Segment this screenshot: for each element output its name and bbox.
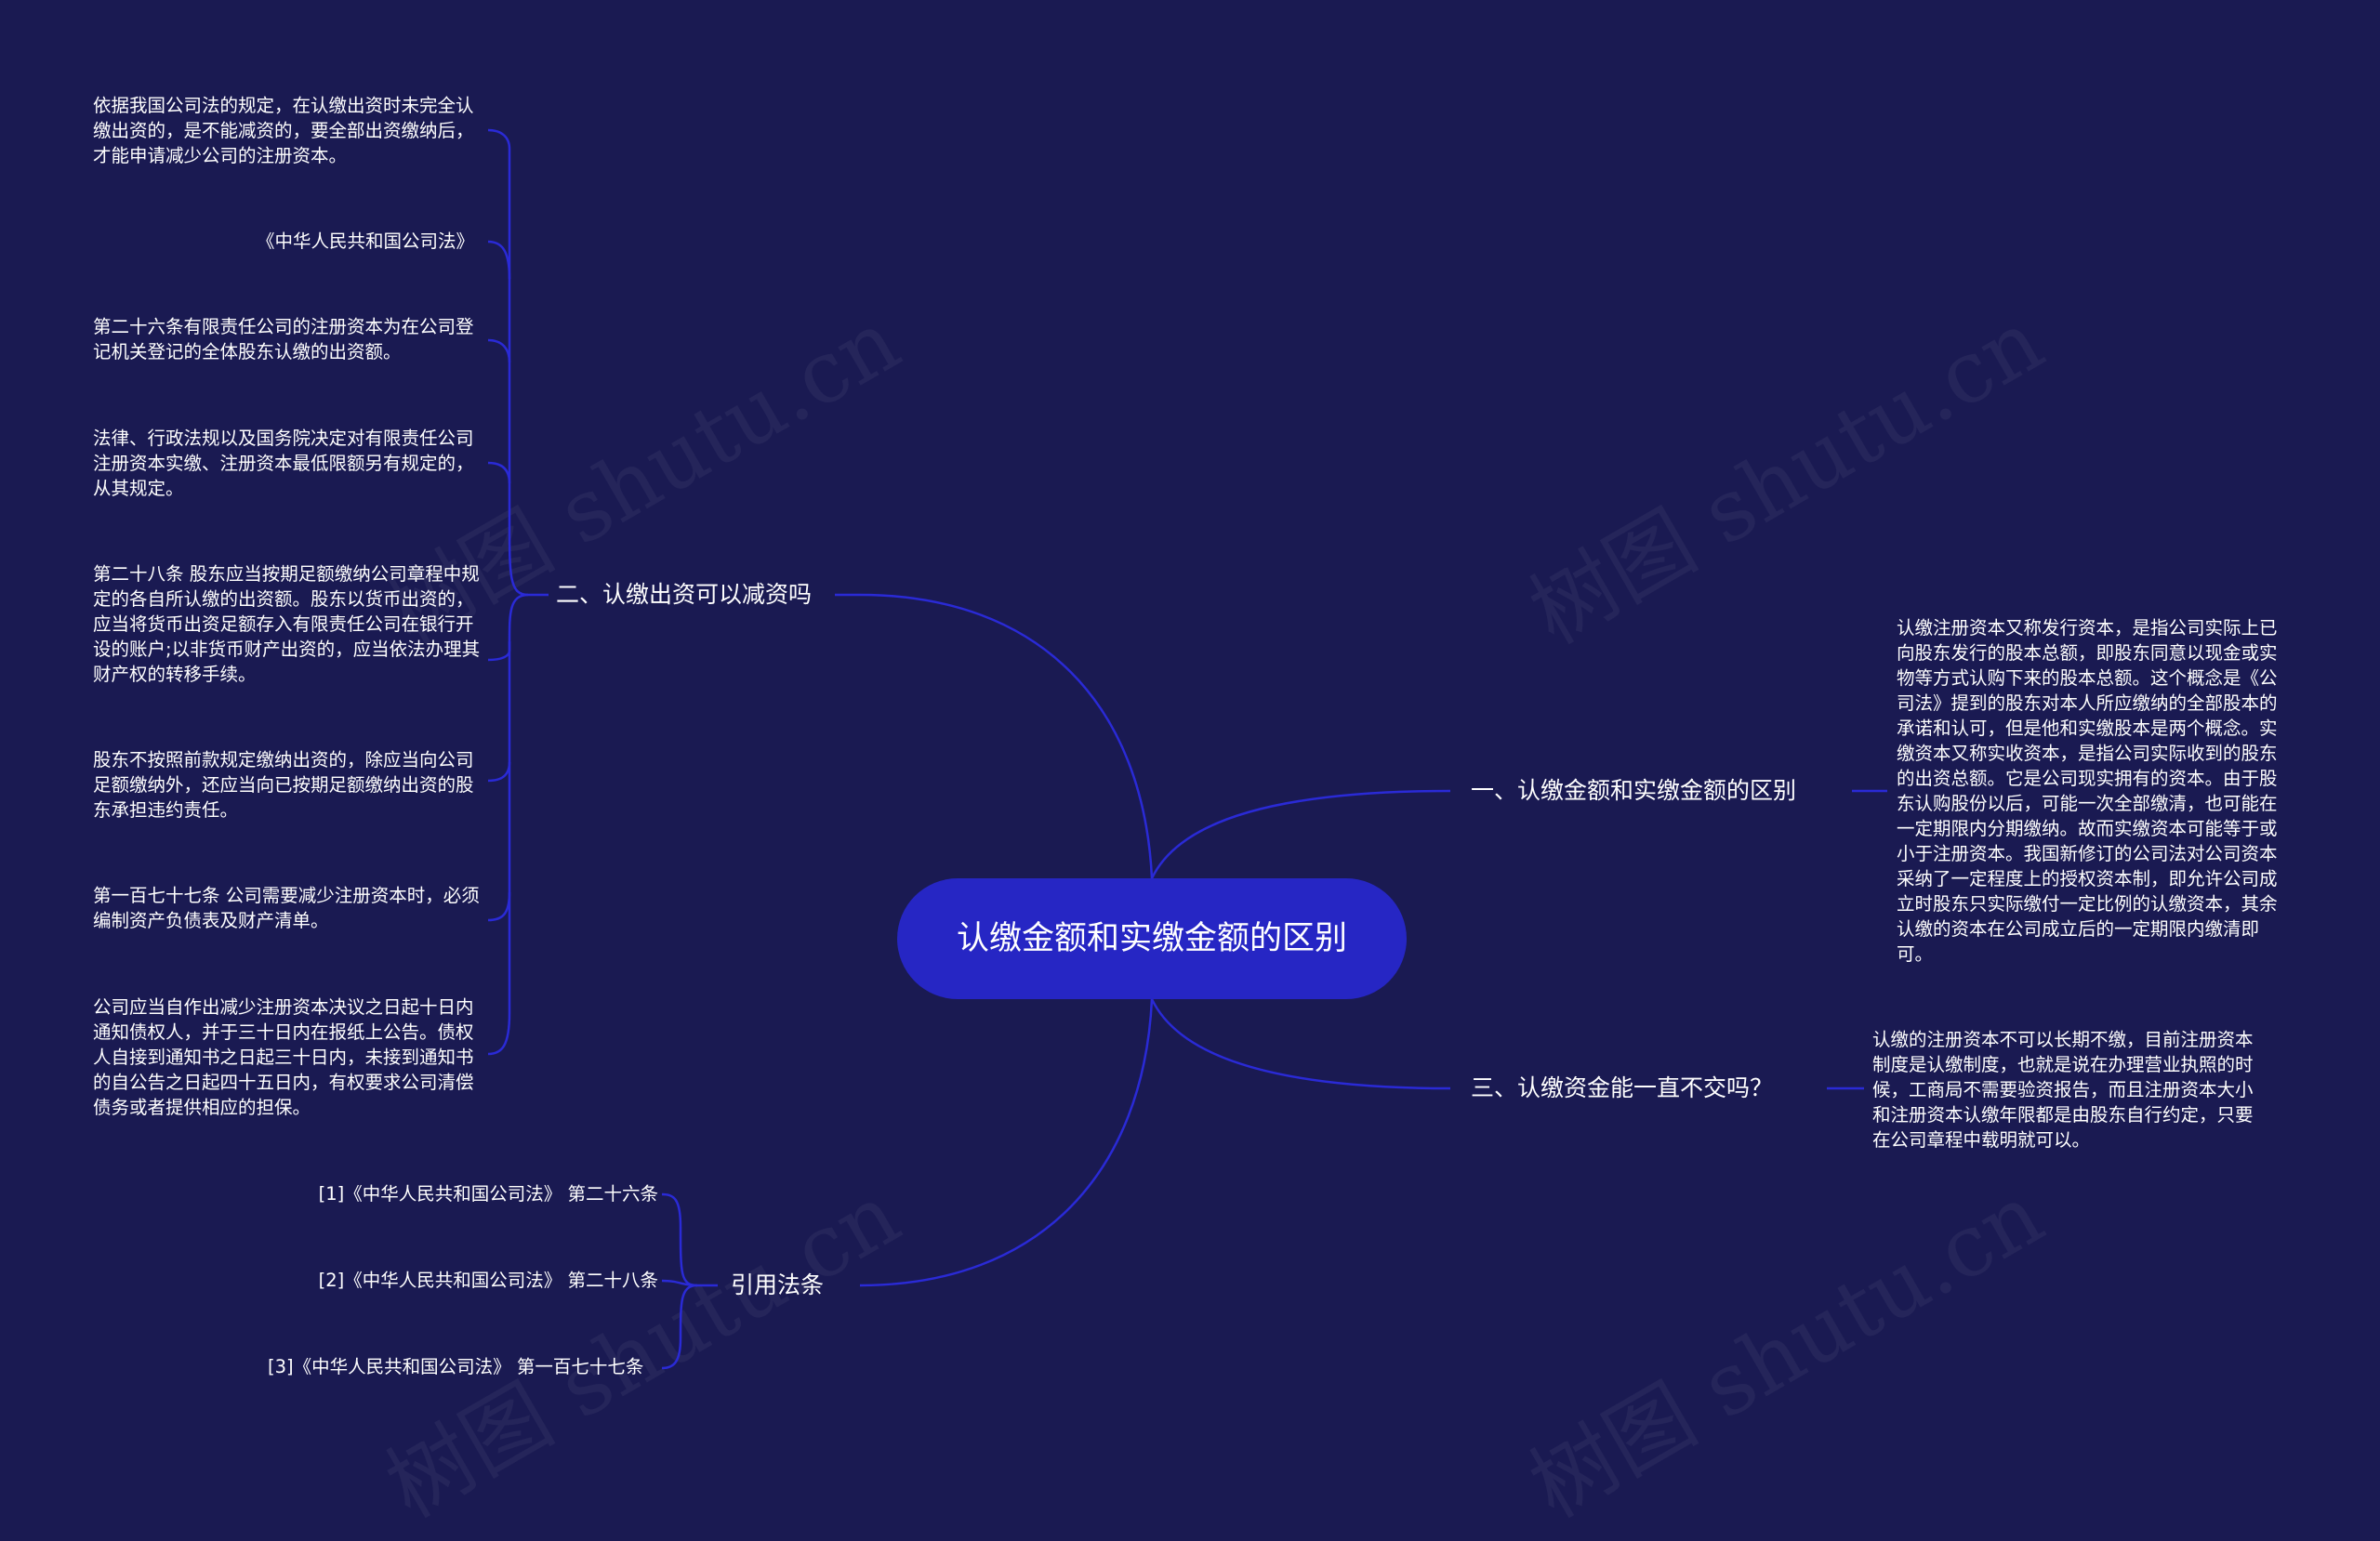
leaf-b2: 股东不按照前款规定缴纳出资的，除应当向公司足额缴纳外，还应当向已按期足额缴纳出资… bbox=[93, 749, 474, 821]
connector-root-b3 bbox=[1150, 998, 1451, 1090]
connector-root-b4 bbox=[859, 998, 1154, 1287]
leaf-b2: 第一百七十七条 公司需要减少注册资本时，必须编制资产负债表及财产清单。 bbox=[93, 885, 480, 931]
connector-lines bbox=[487, 128, 1887, 1370]
connector-b4-leaf bbox=[661, 1284, 698, 1370]
connector-b4-leaf bbox=[661, 1279, 698, 1287]
leaf-b2: 第二十八条 股东应当按期足额缴纳公司章程中规定的各自所认缴的出资额。股东以货币出… bbox=[93, 563, 481, 685]
connector-b2-leaf bbox=[487, 461, 511, 484]
connector-b2-leaf bbox=[487, 128, 529, 597]
connector-b2-leaf bbox=[487, 891, 511, 922]
connector-root-b1 bbox=[1150, 789, 1451, 879]
connector-b4-leaf bbox=[661, 1192, 698, 1287]
branch-b3[interactable]: 三、认缴资金能一直不交吗？ bbox=[1471, 1074, 1774, 1101]
leaf-b3: 认缴的注册资本不可以长期不缴，目前注册资本制度是认缴制度，也就是说在办理营业执照… bbox=[1872, 1029, 2254, 1151]
branch-b1[interactable]: 一、认缴金额和实缴金额的区别 bbox=[1471, 777, 1797, 804]
connector-root-b2 bbox=[859, 593, 1154, 879]
root-topic-label: 认缴金额和实缴金额的区别 bbox=[956, 920, 1347, 957]
leaf-b2: 第二十六条有限责任公司的注册资本为在公司登记机关登记的全体股东认缴的出资额。 bbox=[93, 316, 474, 362]
leaf-b2: 《中华人民共和国公司法》 bbox=[256, 230, 474, 252]
leaf-b2: 依据我国公司法的规定，在认缴出资时未完全认缴出资的，是不能减资的，要全部出资缴纳… bbox=[93, 95, 474, 166]
connector-b2-leaf bbox=[487, 593, 529, 662]
leaf-b4: [3]《中华人民共和国公司法》 第一百七十七条 bbox=[268, 1356, 644, 1377]
root-topic[interactable]: 认缴金额和实缴金额的区别 bbox=[897, 878, 1407, 999]
leaf-b4: [2]《中华人民共和国公司法》 第二十八条 bbox=[318, 1270, 658, 1291]
connector-b2-leaf bbox=[487, 338, 511, 363]
leaf-b1: 认缴注册资本又称发行资本，是指公司实际上已向股东发行的股本总额，即股东同意以现金… bbox=[1897, 617, 2278, 965]
connector-b2-leaf bbox=[487, 240, 511, 280]
leaf-b2: 法律、行政法规以及国务院决定对有限责任公司注册资本实缴、注册资本最低限额另有规定… bbox=[93, 428, 474, 499]
connector-b2-leaf bbox=[487, 761, 511, 783]
branch-b2[interactable]: 二、认缴出资可以减资吗 bbox=[556, 581, 813, 608]
leaf-b4: [1]《中华人民共和国公司法》 第二十六条 bbox=[318, 1183, 658, 1205]
branch-b4[interactable]: 引用法条 bbox=[731, 1271, 825, 1298]
connector-b2-leaf bbox=[487, 641, 511, 1056]
leaf-b2: 公司应当自作出减少注册资本决议之日起十日内通知债权人，并于三十日内在报纸上公告。… bbox=[93, 996, 474, 1118]
